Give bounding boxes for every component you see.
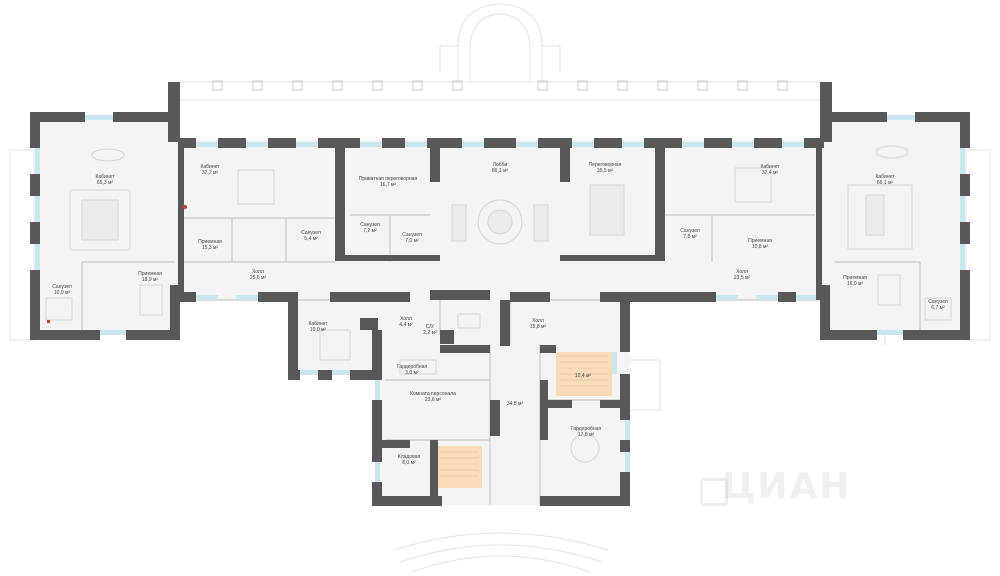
room-label-corridor: 34,8 м²: [507, 401, 523, 407]
room-area: 10,9 м²: [53, 290, 71, 296]
room-area: 16,0 м²: [846, 281, 864, 287]
room-name: Гардеробная: [396, 364, 428, 370]
exterior-context: [9, 3, 991, 573]
room-area: 17,8 м²: [577, 432, 595, 438]
fire-markers: [47, 205, 187, 323]
room-area: 6,7 м²: [931, 305, 945, 311]
room-name: С/У: [425, 324, 435, 330]
room-name: Холл: [252, 269, 264, 275]
room-area: 34,8 м²: [506, 401, 524, 407]
room-area: 8,0 м²: [402, 460, 416, 466]
room-name: Приемная: [843, 275, 867, 281]
room-area: 7,2 м²: [363, 228, 377, 234]
room-area: 10,8 м²: [751, 244, 769, 250]
windows: [35, 115, 965, 482]
room-area: 25,6 м²: [249, 275, 267, 281]
room-area: 10,0 м²: [309, 327, 327, 333]
room-name: Лобби: [492, 162, 508, 168]
room-name: Кладовая: [397, 454, 421, 460]
watermark: ЦИАН: [722, 466, 852, 507]
room-name: Приватная переговорная: [358, 176, 418, 182]
room-area: 23,6 м²: [424, 397, 442, 403]
room-area: 37,4 м²: [761, 170, 779, 176]
room-area: 37,2 м²: [201, 170, 219, 176]
room-name: Кабинет: [200, 164, 220, 170]
room-area: 7,0 м²: [405, 238, 419, 244]
room-name: Санузел: [301, 230, 321, 236]
room-name: Санузел: [928, 299, 948, 305]
room-area: 4,4 м²: [399, 322, 413, 328]
room-name: Холл: [736, 269, 748, 275]
furniture: [45, 145, 952, 463]
room-area: 3,0 м²: [405, 370, 419, 376]
room-area: 16,7 м²: [379, 182, 397, 188]
room-area: 7,8 м²: [683, 234, 697, 240]
room-area: 5,4 м²: [304, 236, 318, 242]
room-name: Комната персонала: [410, 391, 456, 397]
room-name: Холл: [400, 316, 412, 322]
room-area: 86,1 м²: [491, 168, 509, 174]
stair-treads: [440, 355, 608, 477]
room-label-stair-room: 10,4 м²: [575, 373, 591, 379]
room-name: Санузел: [680, 228, 700, 234]
room-name: Приемная: [748, 238, 772, 244]
room-name: Гардеробная: [570, 426, 602, 432]
room-area: 23,5 м²: [733, 275, 751, 281]
room-name: Кабинет: [875, 174, 895, 180]
room-area: 18,9 м²: [141, 277, 159, 283]
room-name: Санузел: [360, 222, 380, 228]
room-area: 10,4 м²: [574, 373, 592, 379]
room-area: 66,1 м²: [876, 180, 894, 186]
room-name: Кабинет: [760, 164, 780, 170]
room-name: Переговорная: [588, 162, 622, 168]
room-name: Кабинет: [308, 321, 328, 327]
room-name: Санузел: [52, 284, 72, 290]
room-name: Кабинет: [95, 174, 115, 180]
watermark-icon: [700, 478, 728, 506]
room-name: Приемная: [138, 271, 162, 277]
room-name: Холл: [532, 318, 544, 324]
room-area: 35,5 м²: [596, 168, 614, 174]
room-name: Приемная: [198, 239, 222, 245]
room-name: Санузел: [402, 232, 422, 238]
room-area: 2,2 м²: [423, 330, 437, 336]
room-area: 15,8 м²: [529, 324, 547, 330]
room-area: 15,3 м²: [201, 245, 219, 251]
walls: [30, 82, 970, 506]
portico-squares: [212, 80, 788, 91]
room-area: 65,3 м²: [96, 180, 114, 186]
floor-area: [35, 115, 965, 505]
